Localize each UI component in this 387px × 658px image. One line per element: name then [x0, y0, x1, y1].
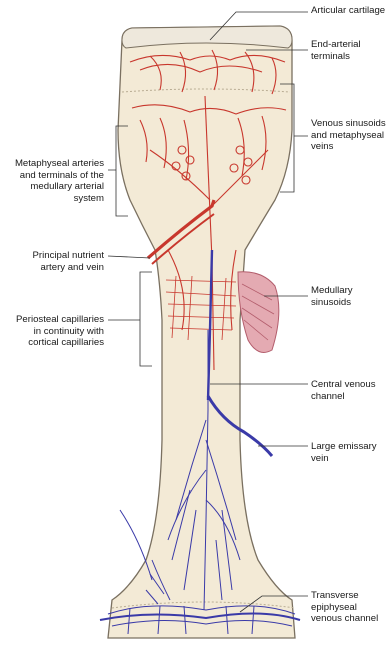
label-large-emissary-vein: Large emissary vein	[311, 441, 377, 464]
medullary-sinusoids	[238, 272, 279, 353]
label-principal-nutrient: Principal nutrient artery and vein	[4, 250, 104, 273]
label-venous-sinusoids: Venous sinusoids and metaphyseal veins	[311, 118, 386, 153]
label-periosteal-capillaries: Periosteal capillaries in continuity wit…	[4, 314, 104, 349]
label-central-venous-channel: Central venous channel	[311, 379, 376, 402]
label-transverse-epiphyseal: Transverse epiphyseal venous channel	[311, 590, 378, 625]
label-medullary-sinusoids: Medullary sinusoids	[311, 285, 353, 308]
label-end-arterial-terminals: End-arterial terminals	[311, 39, 361, 62]
label-metaphyseal-arteries: Metaphyseal arteries and terminals of th…	[4, 158, 104, 204]
label-articular-cartilage: Articular cartilage	[311, 5, 385, 17]
